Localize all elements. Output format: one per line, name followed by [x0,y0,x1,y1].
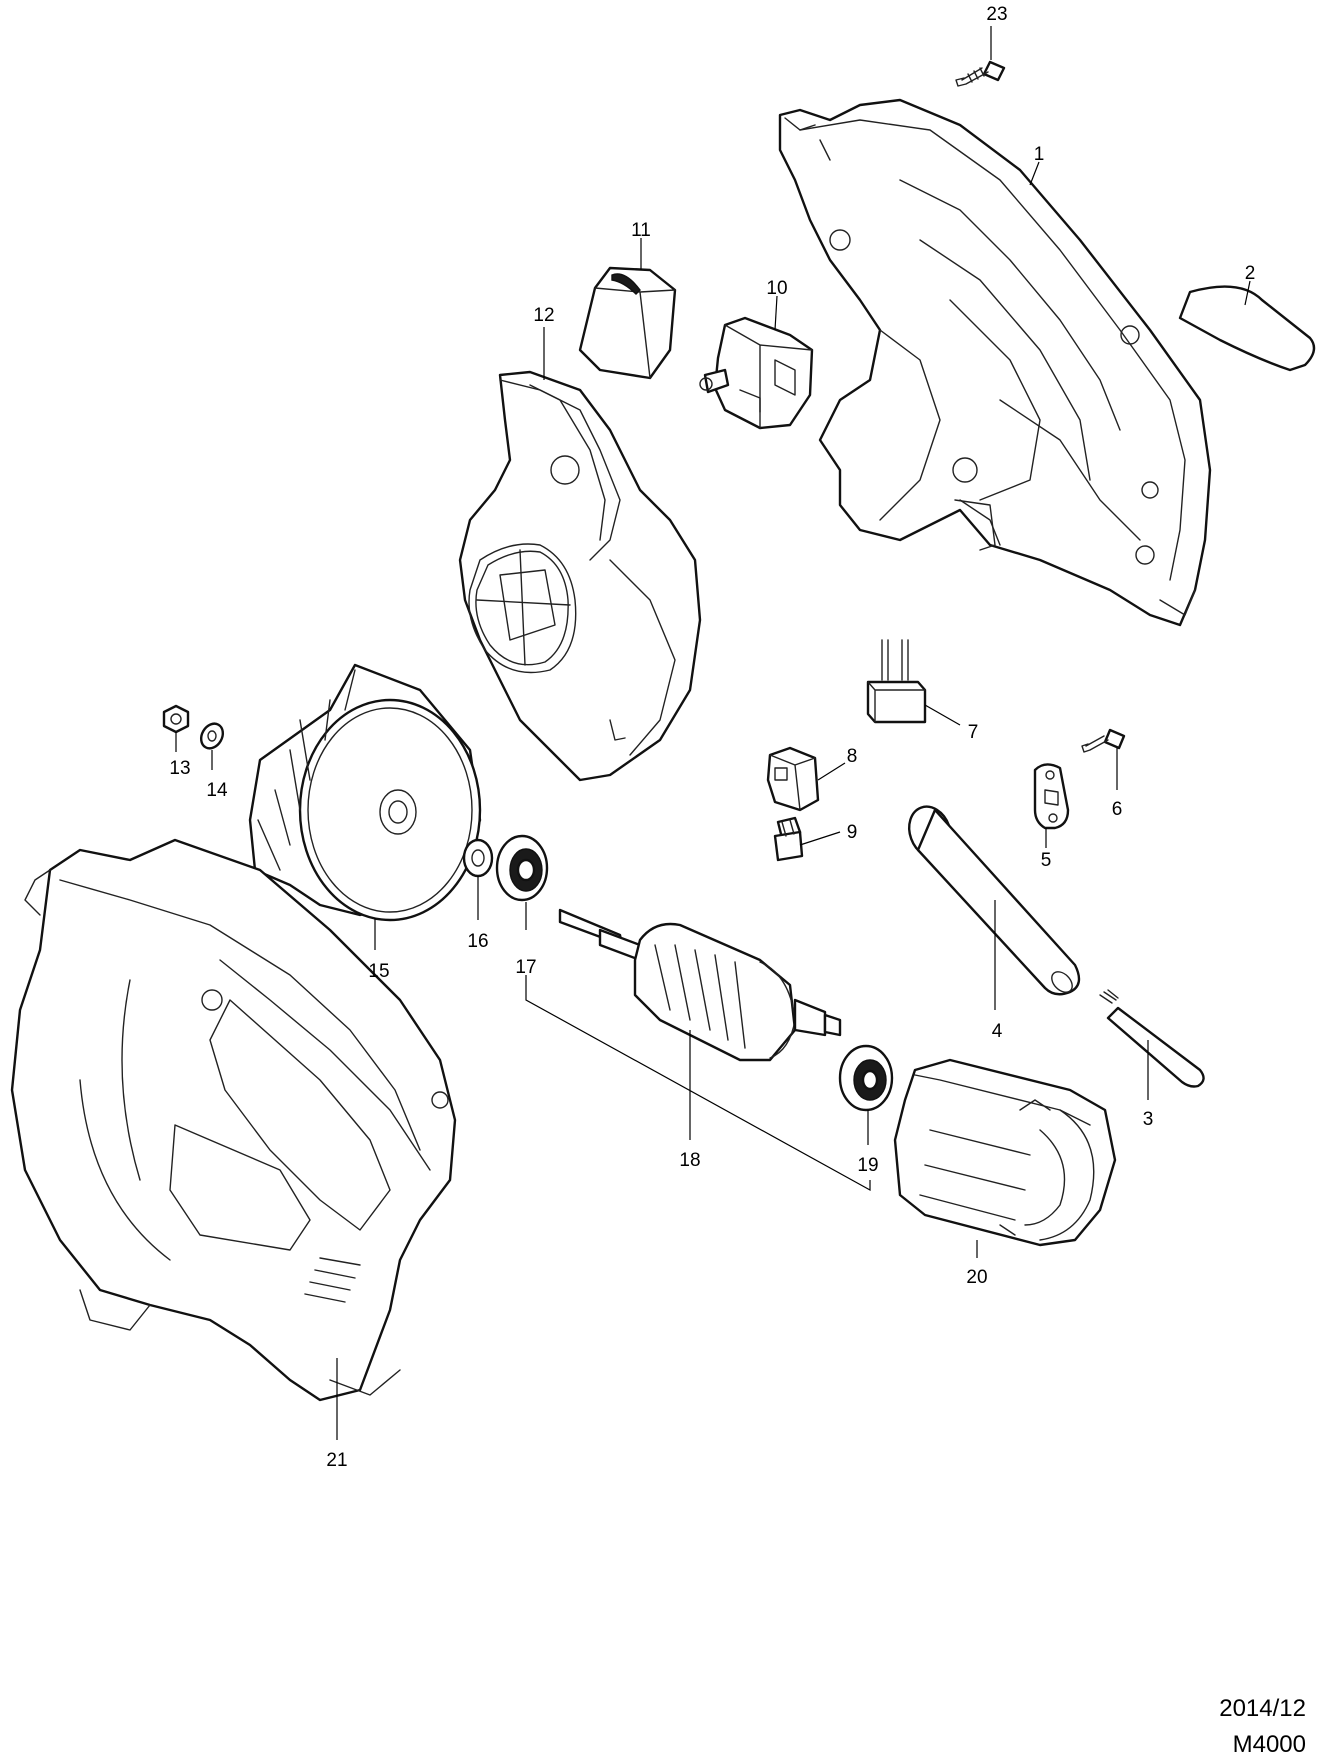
part-7-brush-holder [866,639,927,724]
label-13: 13 [169,758,190,779]
leader-10 [774,295,778,331]
part-4-strain-relief [908,805,1081,996]
label-4: 4 [992,1021,1003,1042]
label-7: 7 [968,722,979,743]
label-23: 23 [986,4,1007,25]
footer-model: M4000 [1233,1731,1306,1758]
label-11: 11 [631,220,651,241]
label-9: 9 [847,822,858,843]
part-9-carbon-brush [773,816,804,862]
label-2: 2 [1245,263,1256,284]
part-13-nut [162,704,190,734]
leader-1 [1029,161,1040,186]
part-20-field [893,1058,1117,1247]
label-5: 5 [1041,850,1052,871]
part-8-cap [766,746,820,812]
label-18: 18 [679,1150,700,1171]
part-6-screw [1081,728,1126,753]
label-20: 20 [966,1267,987,1288]
part-5-cord-clamp [1033,763,1070,830]
label-1: 1 [1034,144,1045,165]
leader-8 [817,762,846,781]
label-15: 15 [368,961,389,982]
label-6: 6 [1112,799,1123,820]
footer-date: 2014/12 [1219,1695,1306,1722]
part-14-washer [199,722,225,750]
leader-lines [175,26,1251,1440]
label-10: 10 [766,278,787,299]
label-3: 3 [1143,1109,1154,1130]
part-17-bearing [495,834,549,902]
part-labels: 23 1 2 11 10 12 13 14 15 16 17 18 19 20 … [169,4,1255,1471]
label-12: 12 [533,305,554,326]
label-14: 14 [206,780,228,801]
part-3-cord [1099,989,1205,1088]
leader-2 [1244,280,1251,306]
part-21-housing [10,838,457,1402]
label-8: 8 [847,746,858,767]
leader-17-19-group [525,975,871,1192]
label-19: 19 [857,1155,878,1176]
part-1-housing [778,98,1212,627]
label-16: 16 [467,931,488,952]
part-2-label [1178,285,1316,372]
label-17: 17 [515,957,536,978]
leader-9 [799,831,841,846]
part-15-fan [248,663,482,922]
part-16-washer [462,838,494,878]
label-21: 21 [326,1450,347,1471]
part-19-bearing [838,1044,894,1112]
part-10-switch [699,316,814,430]
part-23-screw [955,60,1006,87]
part-11-pad [578,266,677,380]
part-18-armature [558,908,842,1062]
leader-7 [924,704,961,726]
part-12-cover [458,370,702,782]
